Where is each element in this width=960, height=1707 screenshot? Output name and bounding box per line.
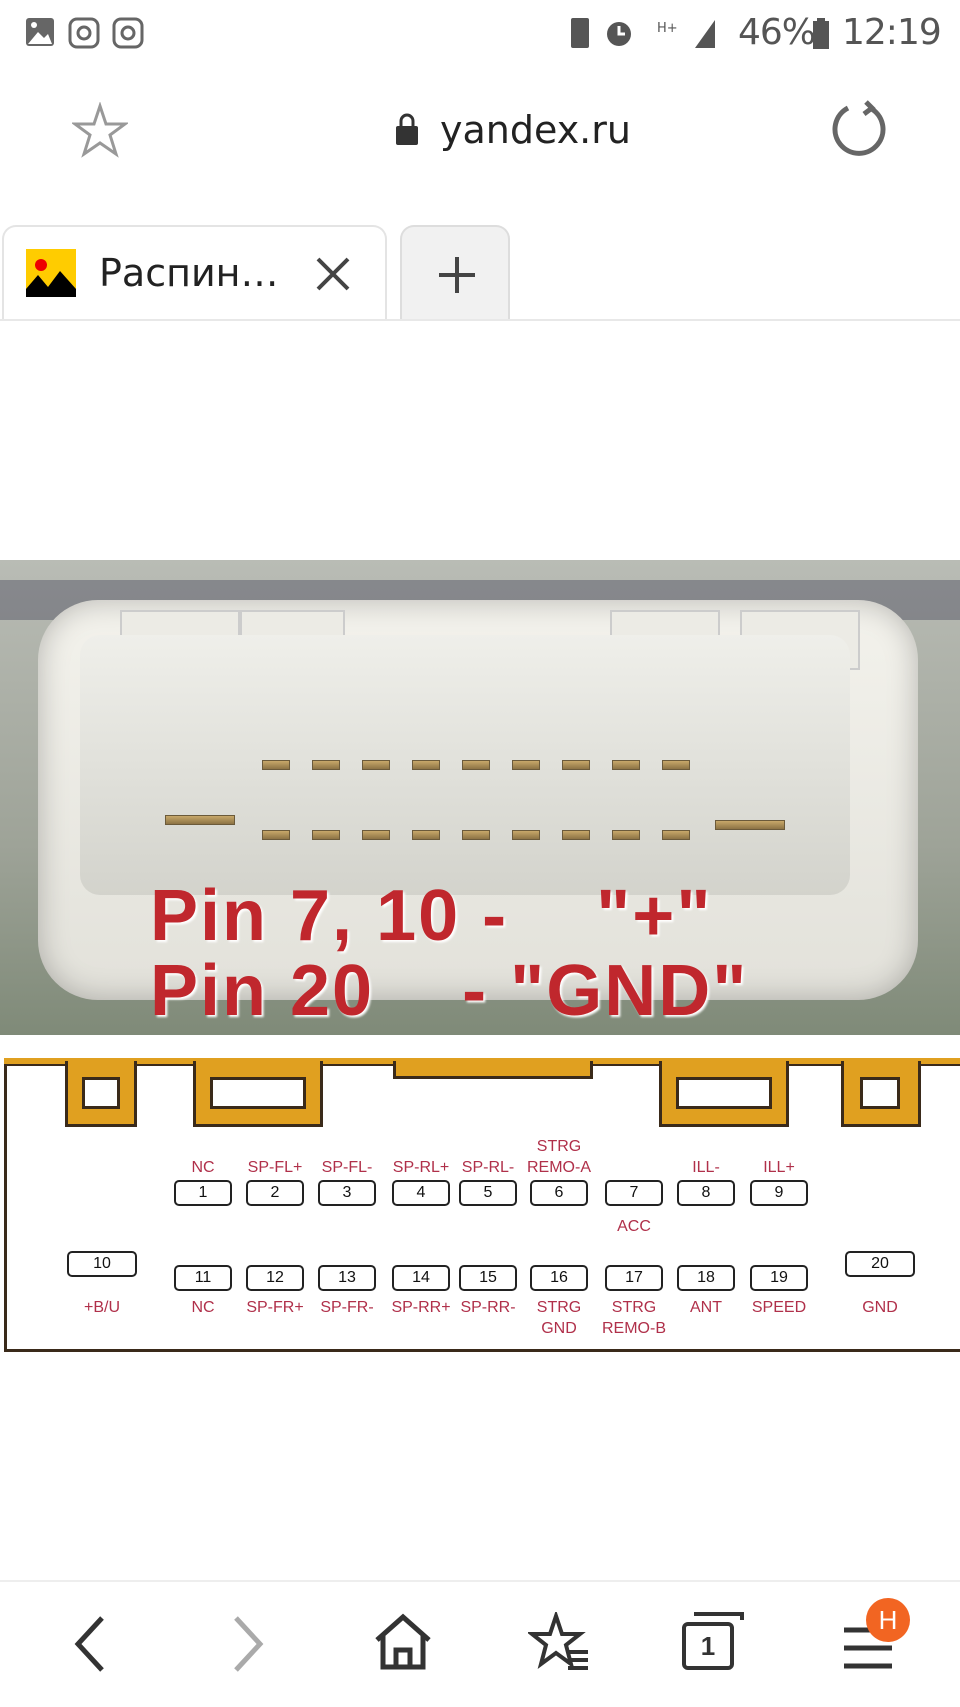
reload-icon[interactable] [830,100,888,158]
pin-label: SP-FR- [320,1299,374,1316]
tab-title: Распин… [99,251,279,295]
pin-label: GND [862,1299,898,1316]
notification-icons [26,17,144,49]
pin-box: 10 [67,1251,137,1277]
connector-photo: Pin 7, 10 - "+" Pin 20 - "GND" [0,560,960,1035]
close-tab-icon[interactable] [314,255,352,293]
tabs-button[interactable]: 1 [682,1622,734,1670]
pin-box: 13 [318,1265,376,1291]
pin-box: 15 [459,1265,517,1291]
pin-label: ILL+ [763,1159,795,1176]
clock: 12:19 [842,12,942,53]
pin-box: 1 [174,1180,232,1206]
pin-label: STRG REMO-B [602,1299,666,1337]
battery-percent: 46% [738,12,816,53]
pin-box: 4 [392,1180,450,1206]
pin-box: 14 [392,1265,450,1291]
pin-box: 16 [530,1265,588,1291]
lock-icon [396,113,418,145]
yandex-images-favicon [26,249,76,297]
pin-label: NC [191,1299,215,1316]
system-icons: H+ [571,18,715,48]
pin-label: SP-RR- [460,1299,516,1316]
url-field[interactable]: yandex.ru [440,108,631,152]
pin-note-power: Pin 7, 10 - "+" [150,876,713,956]
pin-box: 19 [750,1265,808,1291]
new-tab-button[interactable] [400,225,510,321]
pin-label: SP-RL- [461,1159,515,1176]
plus-icon [439,257,475,293]
pin-box: 20 [845,1251,915,1277]
pin-box: 9 [750,1180,808,1206]
pin-label: ACC [617,1218,651,1235]
pin-label: ANT [690,1299,722,1316]
pin-box: 6 [530,1180,588,1206]
pin-box: 7 [605,1180,663,1206]
status-bar: H+ 46% 12:19 [0,0,960,66]
pin-box: 17 [605,1265,663,1291]
pin-box: 2 [246,1180,304,1206]
bookmark-star-icon[interactable] [72,102,128,158]
pin-box: 11 [174,1265,232,1291]
bookmarks-icon[interactable] [528,1612,590,1672]
pin-label: NC [191,1159,215,1176]
pin-label: SP-FL+ [247,1159,303,1176]
pin-label: SP-FL- [321,1159,373,1176]
pin-label: SP-FR+ [246,1299,304,1316]
pin-label: SP-RR+ [391,1299,451,1316]
pin-note-ground: Pin 20 - "GND" [150,951,749,1031]
home-icon[interactable] [372,1612,434,1672]
tab-divider [0,319,960,321]
menu-notification-badge: H [866,1598,910,1642]
forward-icon[interactable] [228,1614,268,1674]
svg-text:H+: H+ [657,21,678,36]
pin-box: 8 [677,1180,735,1206]
pin-label: STRG REMO-A [527,1138,591,1176]
pin-box: 12 [246,1265,304,1291]
pin-label: SPEED [751,1299,807,1316]
pin-box: 3 [318,1180,376,1206]
pin-box: 5 [459,1180,517,1206]
pin-label: ILL- [692,1159,720,1176]
pin-label: +B/U [83,1299,120,1316]
pin-label: STRG GND [536,1299,582,1337]
pin-label: SP-RL+ [392,1159,450,1176]
pin-box: 18 [677,1265,735,1291]
bottom-nav: 1 H [0,1580,960,1707]
tab-active[interactable]: Распин… [2,225,387,321]
battery-icon [813,18,829,49]
back-icon[interactable] [70,1614,110,1674]
